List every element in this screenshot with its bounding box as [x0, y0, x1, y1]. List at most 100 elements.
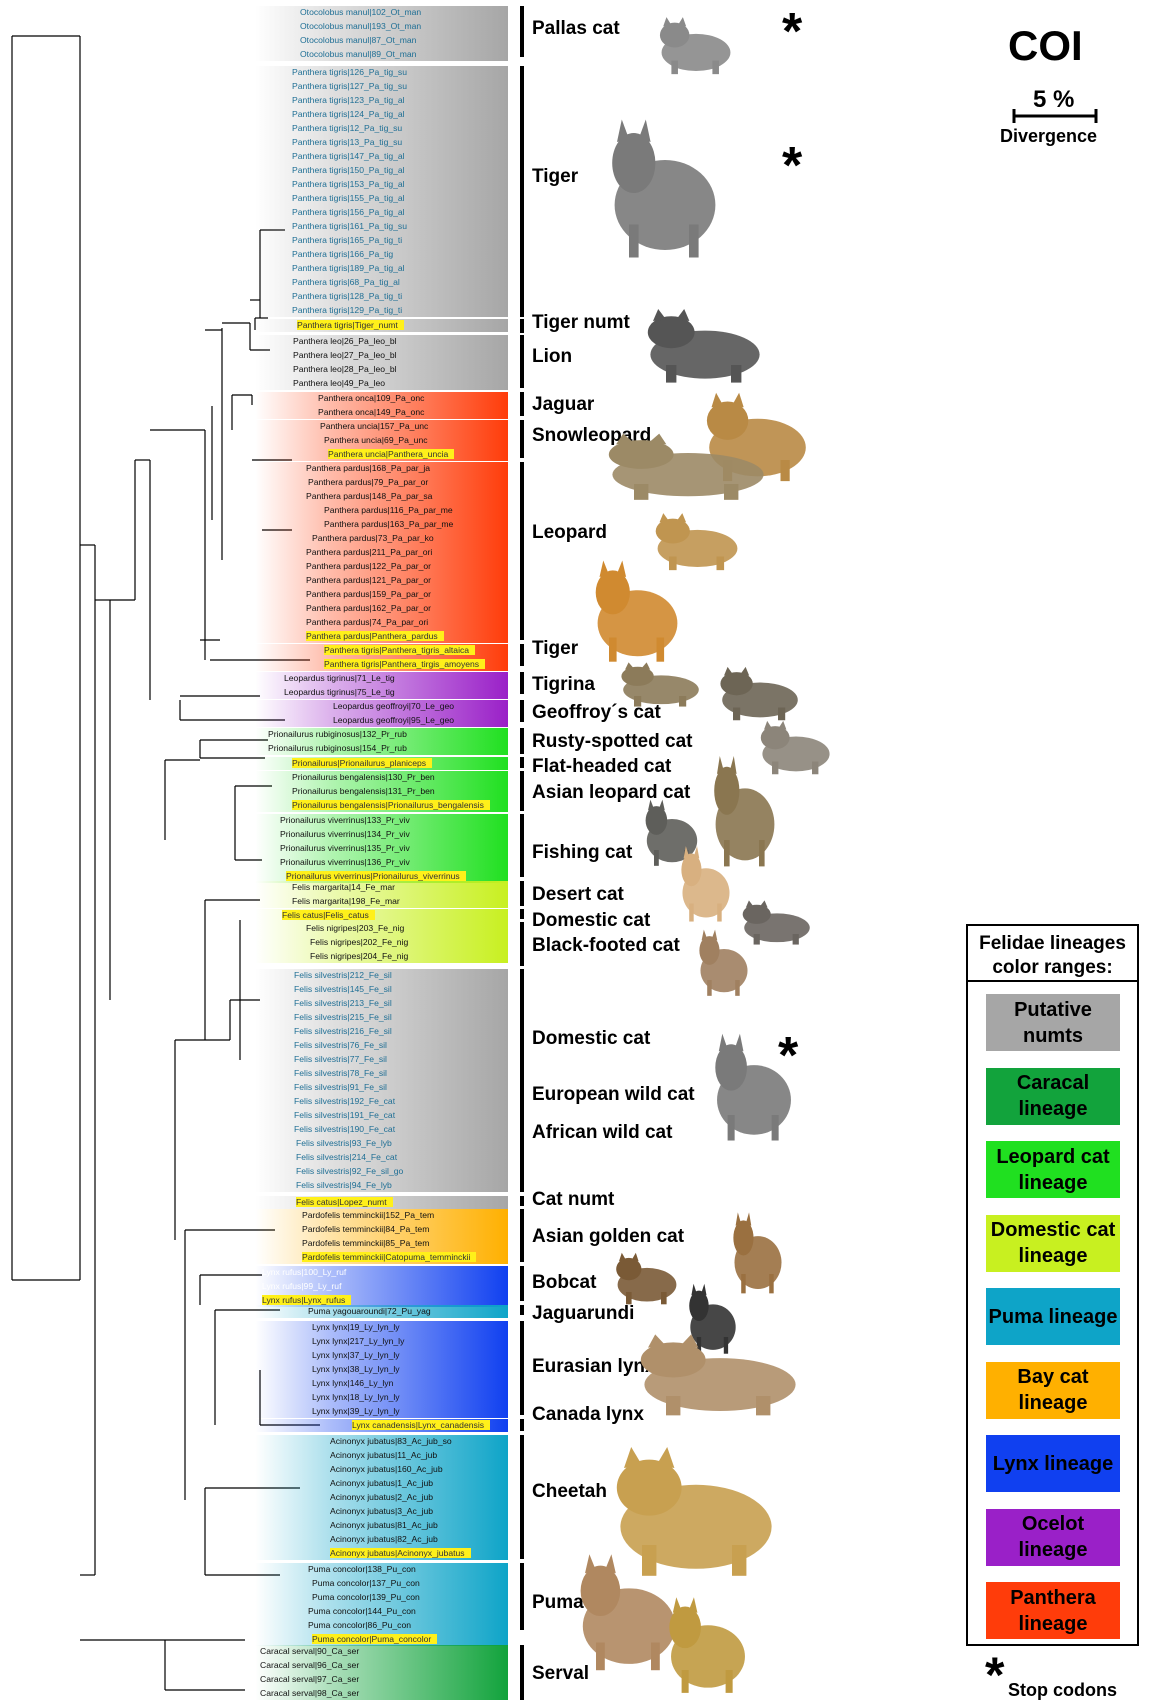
leaf-label: Felis silvestris|190_Fe_cat: [294, 1124, 395, 1134]
leaf-label: Panthera tigris|147_Pa_tig_al: [292, 151, 405, 161]
leaf-label: Caracal serval|97_Ca_ser: [260, 1674, 359, 1684]
leaf-label: Felis nigripes|203_Fe_nig: [306, 923, 404, 933]
legend-item-label: Ocelot lineage: [986, 1511, 1120, 1563]
clade-label-asian-golden-cat: Asian golden cat: [532, 1226, 684, 1248]
leaf-label: Lynx rufus|Lynx_rufus: [262, 1295, 351, 1305]
scale-value: 5 %: [1033, 86, 1074, 114]
leaf-label: Panthera tigris|166_Pa_tig: [292, 249, 393, 259]
leaf-label: Panthera pardus|163_Pa_par_me: [324, 519, 453, 529]
leaf-label: Panthera pardus|Panthera_pardus: [306, 631, 444, 641]
clade-bar: [520, 66, 524, 317]
leaf-label: Panthera pardus|79_Pa_par_or: [308, 477, 428, 487]
clade-label-domestic-cat: Domestic cat: [532, 910, 650, 932]
leaf-label: Panthera tigris|189_Pa_tig_al: [292, 263, 405, 273]
legend-title: Felidae lineages color ranges:: [968, 926, 1137, 982]
leaf-label: Felis silvestris|214_Fe_cat: [296, 1152, 397, 1162]
leaf-label: Panthera tigris|Tiger_numt: [297, 320, 404, 330]
tigrina-image: [616, 660, 706, 708]
leaf-label: Panthera leo|28_Pa_leo_bl: [293, 364, 397, 374]
legend-item-putative-numts: Putative numts: [986, 994, 1120, 1051]
leaf-label: Caracal serval|90_Ca_ser: [260, 1646, 359, 1656]
leaf-label: Panthera tigris|127_Pa_tig_su: [292, 81, 407, 91]
leaf-label: Felis silvestris|94_Fe_lyb: [296, 1180, 392, 1190]
leaf-label: Panthera pardus|148_Pa_par_sa: [306, 491, 432, 501]
clade-bar: [520, 672, 524, 694]
leaf-label: Panthera uncia|Panthera_uncia: [328, 449, 454, 459]
leaf-label: Acinonyx jubatus|82_Ac_jub: [330, 1534, 438, 1544]
leaf-label: Puma concolor|137_Pu_con: [312, 1578, 420, 1588]
clade-bar: [520, 909, 524, 919]
clade-bar: [520, 1196, 524, 1206]
clade-bar: [520, 462, 524, 640]
leaf-label: Acinonyx jubatus|Acinonyx_jubatus: [330, 1548, 471, 1558]
leaf-label: Panthera leo|26_Pa_leo_bl: [293, 336, 397, 346]
clade-label-tiger: Tiger: [532, 638, 578, 660]
lineage-legend: Felidae lineages color ranges: Putative …: [966, 924, 1139, 1646]
leaf-label: Prionailurus bengalensis|131_Pr_ben: [292, 786, 435, 796]
leaf-label: Felis silvestris|92_Fe_sil_go: [296, 1166, 403, 1176]
leaf-label: Puma concolor|139_Pu_con: [312, 1592, 420, 1602]
snowleopard-image: [598, 430, 778, 502]
scale-label: Divergence: [1000, 126, 1097, 147]
bobcat-image: [612, 1250, 682, 1306]
pallas-cat-image: [655, 14, 737, 76]
leaf-label: Panthera tigris|Panthera_tirgis_amoyens: [324, 659, 485, 669]
black-footed-cat-image: [696, 926, 752, 998]
legend-item-label: Bay cat lineage: [986, 1364, 1120, 1416]
leaf-label: Lynx lynx|18_Ly_lyn_ly: [312, 1392, 400, 1402]
clade-label-black-footed-cat: Black-footed cat: [532, 935, 680, 957]
legend-item-label: Putative numts: [986, 997, 1120, 1049]
clade-bar: [520, 1266, 524, 1301]
leaf-label: Panthera pardus|116_Pa_par_me: [324, 505, 453, 515]
leaf-label: Puma concolor|Puma_concolor: [312, 1634, 437, 1644]
leaf-label: Puma yagouaroundi|72_Pu_yag: [308, 1306, 431, 1316]
clade-label-tigrina: Tigrina: [532, 674, 595, 696]
leaf-label: Lynx lynx|217_Ly_lyn_ly: [312, 1336, 404, 1346]
clade-label-tiger: Tiger: [532, 166, 578, 188]
leaf-label: Pardofelis temminckii|85_Pa_tem: [302, 1238, 429, 1248]
clade-bar: [520, 1321, 524, 1415]
tiger-color-image: [590, 555, 685, 665]
leaf-label: Lynx rufus|100_Ly_ruf: [262, 1267, 346, 1277]
clade-label-jaguarundi: Jaguarundi: [532, 1303, 634, 1325]
leaf-label: Panthera pardus|211_Pa_par_ori: [306, 547, 432, 557]
leaf-label: Felis silvestris|212_Fe_sil: [294, 970, 392, 980]
leaf-label: Leopardus tigrinus|71_Le_tig: [284, 673, 395, 683]
geoffroys-cat-image: [715, 664, 805, 722]
leaf-label: Otocolobus manul|87_Ot_man: [300, 35, 416, 45]
clade-bar: [520, 757, 524, 768]
leaf-label: Pardofelis temminckii|152_Pa_tem: [302, 1210, 434, 1220]
stop-codon-star-icon: *: [782, 12, 802, 52]
leaf-label: Pardofelis temminckii|Catopuma_temmincki…: [302, 1252, 476, 1262]
clade-bar: [520, 881, 524, 906]
leaf-label: Panthera tigris|123_Pa_tig_al: [292, 95, 405, 105]
leaf-label: Panthera pardus|159_Pa_par_or: [306, 589, 431, 599]
clade-bar: [520, 1209, 524, 1262]
clade-bar: [520, 6, 524, 57]
leaf-label: Prionailurus viverrinus|135_Pr_viv: [280, 843, 410, 853]
clade-bar: [520, 1645, 524, 1700]
leaf-label: Panthera tigris|68_Pa_tig_al: [292, 277, 400, 287]
leaf-label: Lynx lynx|37_Ly_lyn_ly: [312, 1350, 400, 1360]
clade-bar: [520, 644, 524, 666]
clade-bar: [520, 420, 524, 458]
leaf-label: Panthera tigris|155_Pa_tig_al: [292, 193, 405, 203]
leaf-label: Leopardus tigrinus|75_Le_tig: [284, 687, 395, 697]
stop-codon-star-icon: *: [782, 146, 802, 186]
leaf-label: Felis silvestris|216_Fe_sil: [294, 1026, 392, 1036]
leaf-label: Felis margarita|198_Fe_mar: [292, 896, 400, 906]
leaf-label: Felis silvestris|77_Fe_sil: [294, 1054, 387, 1064]
clade-bar: [520, 1419, 524, 1431]
leaf-label: Leopardus geoffroyi|95_Le_geo: [333, 715, 454, 725]
leaf-label: Panthera uncia|157_Pa_unc: [320, 421, 428, 431]
serval-image: [664, 1592, 752, 1696]
leaf-label: Panthera pardus|73_Pa_par_ko: [312, 533, 434, 543]
leaf-label: Caracal serval|96_Ca_ser: [260, 1660, 359, 1670]
leaf-label: Panthera tigris|12_Pa_tig_su: [292, 123, 402, 133]
leaf-label: Felis catus|Lopez_numt: [296, 1197, 393, 1207]
leaf-label: Acinonyx jubatus|2_Ac_jub: [330, 1492, 433, 1502]
clade-label-pallas-cat: Pallas cat: [532, 18, 620, 40]
clade-bar: [520, 814, 524, 877]
clade-label-domestic-cat: Domestic cat: [532, 1028, 650, 1050]
